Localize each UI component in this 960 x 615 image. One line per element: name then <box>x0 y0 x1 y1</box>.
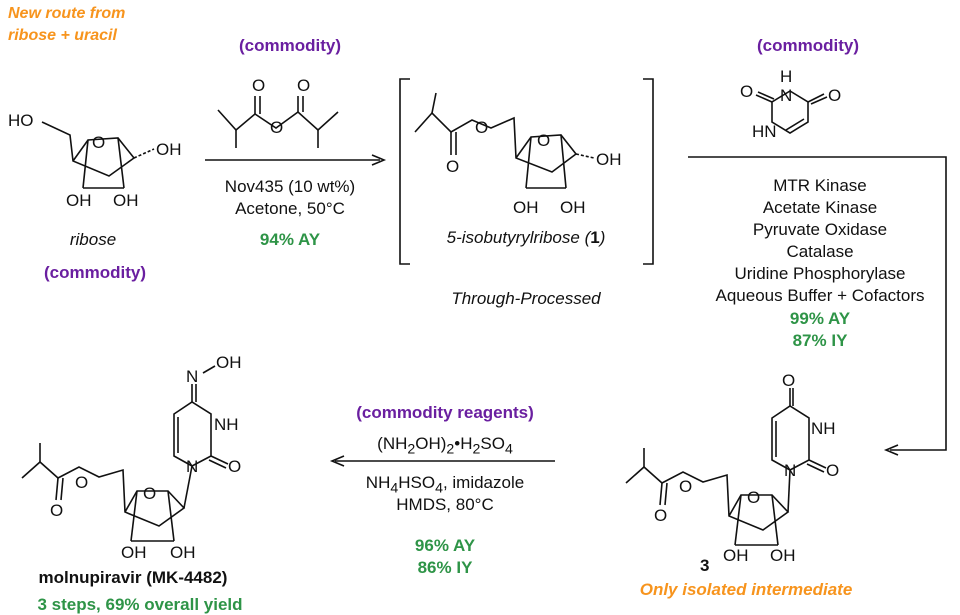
enzyme-pyruvate-oxidase: Pyruvate Oxidase <box>752 220 888 239</box>
molnupiravir-name: molnupiravir (MK-4482) <box>38 568 228 587</box>
aqueous-buffer-cofactors: Aqueous Buffer + Cofactors <box>715 286 925 305</box>
step2-arrow <box>688 156 947 451</box>
step3-yield-iy: 86% IY <box>417 558 473 577</box>
left-bracket <box>399 78 410 265</box>
step3-arrowhead <box>329 455 345 467</box>
mol-atom-n1: N <box>186 457 198 476</box>
anhydride-structure: O O O <box>217 76 339 148</box>
ribose-commodity-tag: (commodity) <box>44 263 146 282</box>
mol-ester-carbonyl-o: O <box>50 501 63 520</box>
isobutyrylribose-structure: O O O OH OH OH <box>414 92 622 217</box>
route-title-line2: ribose + uracil <box>8 27 117 44</box>
mol-atom-o2: O <box>228 457 241 476</box>
c3-ring-o: O <box>747 488 760 507</box>
mol-ester-o: O <box>75 473 88 492</box>
ribose-atom-oh3: OH <box>66 191 92 210</box>
int1-oh1: OH <box>596 150 622 169</box>
step2-yield-iy: 87% IY <box>792 331 848 350</box>
c3-oh3: OH <box>723 546 749 565</box>
step3-reagent-ammonium-bisulfate: NH4HSO4, imidazole <box>365 473 525 497</box>
c3-atom-o2: O <box>826 461 839 480</box>
mol-atom-n-oxime: N <box>186 367 198 386</box>
ribose-atom-ring-o: O <box>92 133 105 152</box>
anhydride-atom-o3: O <box>297 76 310 95</box>
uracil-structure: H O N O HN <box>740 67 841 141</box>
step2-arrowhead <box>883 444 899 456</box>
step2-commodity-tag: (commodity) <box>757 36 859 55</box>
compound3-number: 3 <box>700 556 710 575</box>
mol-ring-o: O <box>143 484 156 503</box>
ribose-atom-ho: HO <box>8 111 34 130</box>
int1-oh3: OH <box>513 198 539 217</box>
c3-oh2: OH <box>770 546 796 565</box>
c3-ester-carbonyl-o: O <box>654 506 667 525</box>
enzyme-acetate-kinase: Acetate Kinase <box>762 198 878 217</box>
step2-yield-ay: 99% AY <box>789 309 851 328</box>
through-processed-note: Through-Processed <box>451 289 601 308</box>
molnupiravir-structure: N OH NH N O O O O OH OH <box>21 353 242 562</box>
ribose-name: ribose <box>69 230 117 249</box>
anhydride-atom-o2: O <box>270 118 283 137</box>
ester-o: O <box>475 118 488 137</box>
uracil-atom-hn: HN <box>752 122 777 141</box>
step1-commodity-tag: (commodity) <box>239 36 341 55</box>
route-title-line1: New route from <box>8 5 126 22</box>
step3-yield-ay: 96% AY <box>414 536 476 555</box>
enzyme-mtr-kinase: MTR Kinase <box>773 176 867 195</box>
right-bracket <box>643 78 654 265</box>
ring-o: O <box>537 131 550 150</box>
enzyme-uridine-phosphorylase: Uridine Phosphorylase <box>734 264 906 283</box>
only-isolated-intermediate-note: Only isolated intermediate <box>639 580 853 599</box>
mol-oh2: OH <box>170 543 196 562</box>
step3-reagent-hydroxylamine-sulfate: (NH2OH)2•H2SO4 <box>377 434 513 458</box>
mol-atom-oh-oxime: OH <box>216 353 242 372</box>
enzyme-catalase: Catalase <box>786 242 854 261</box>
step1-condition-1: Nov435 (10 wt%) <box>224 177 356 196</box>
step1-yield: 94% AY <box>259 230 321 249</box>
mol-atom-nh: NH <box>214 415 239 434</box>
c3-atom-nh: NH <box>811 419 836 438</box>
step1-arrowhead <box>371 154 387 166</box>
uracil-atom-n3: N <box>780 86 792 105</box>
step1-condition-2: Acetone, 50°C <box>235 199 345 218</box>
c3-ester-o: O <box>679 477 692 496</box>
ribose-atom-oh1: OH <box>156 140 182 159</box>
intermediate1-name: 5-isobutyrylribose (1) <box>446 228 606 247</box>
mol-oh3: OH <box>121 543 147 562</box>
compound3-structure: O NH N O O O O OH OH <box>625 371 839 565</box>
uracil-atom-o2: O <box>740 82 753 101</box>
uracil-atom-o4: O <box>828 86 841 105</box>
ribose-atom-oh2: OH <box>113 191 139 210</box>
step3-reagent-hmds: HMDS, 80°C <box>396 495 494 514</box>
int1-oh2: OH <box>560 198 586 217</box>
ester-carbonyl-o: O <box>446 157 459 176</box>
c3-atom-o4: O <box>782 371 795 390</box>
anhydride-atom-o1: O <box>252 76 265 95</box>
ribose-structure: HO O OH OH OH <box>8 111 182 210</box>
c3-atom-n1: N <box>784 461 796 480</box>
uracil-atom-h: H <box>780 67 792 86</box>
overall-yield-summary: 3 steps, 69% overall yield <box>37 595 243 614</box>
step3-commodity-tag: (commodity reagents) <box>356 403 534 422</box>
